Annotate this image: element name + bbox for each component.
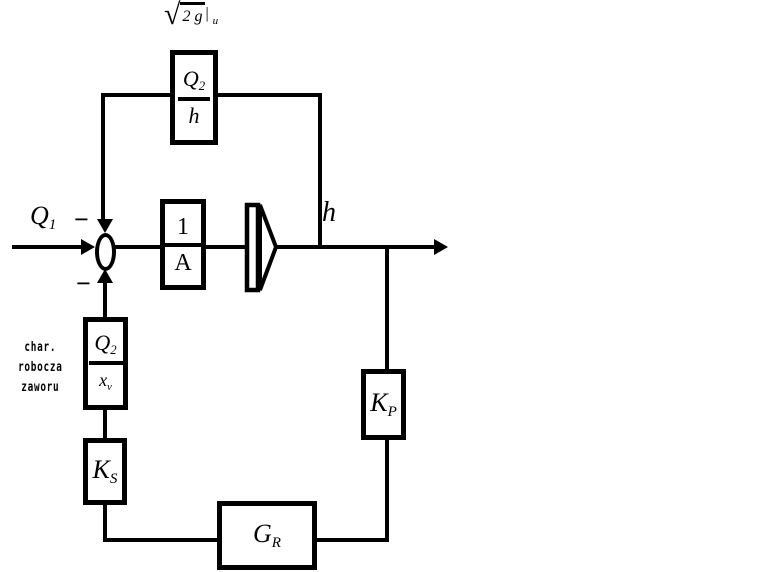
fraction-bar <box>178 97 210 101</box>
output-line <box>274 245 436 249</box>
bottom-line-left <box>103 538 217 542</box>
line-pickoff-to-kp <box>385 245 389 371</box>
arrowhead-input <box>81 239 95 255</box>
fraction-bar <box>88 361 123 365</box>
integrator-symbol <box>244 202 279 293</box>
fraction-bar <box>165 242 201 247</box>
top-loop-pickoff-line <box>318 93 322 249</box>
block-valve-denominator: xv <box>99 370 112 393</box>
evaluation-bar: | <box>205 5 209 22</box>
block-tank-area: 1 A <box>160 199 206 290</box>
annotation-subscript: u <box>212 15 219 27</box>
summer-minus-top: − <box>74 205 89 234</box>
input-line <box>12 245 83 249</box>
block-valve-numerator: Q2 <box>94 330 117 358</box>
line-valve-to-summer <box>103 282 107 319</box>
line-area-to-integrator <box>205 245 247 249</box>
block-flow-over-level-denominator: h <box>188 103 200 128</box>
block-tank-area-denominator: A <box>174 249 192 276</box>
block-valve-characteristic: Q2 xv <box>83 317 128 410</box>
arrowhead-output <box>434 239 448 255</box>
sqrt-icon: √ <box>164 0 181 31</box>
line-kp-to-bottom <box>385 438 389 542</box>
block-sensor-gain-label: KS <box>92 454 118 487</box>
valve-note-line2: zaworu <box>21 380 60 395</box>
operating-point-annotation: √ 2 g | u <box>164 0 218 32</box>
block-flow-over-level-numerator: Q2 <box>182 66 206 94</box>
block-tank-area-numerator: 1 <box>177 213 189 240</box>
bottom-line-right <box>317 538 389 542</box>
top-loop-drop-line <box>101 93 105 221</box>
top-loop-line-left <box>101 93 172 97</box>
block-flow-over-level: Q2 h <box>170 50 218 145</box>
block-process-gain: KP <box>361 369 406 440</box>
valve-note: char. robocza zaworu <box>0 338 81 398</box>
annotation-radicand: 2 g <box>180 2 206 27</box>
block-regulator: GR <box>217 501 317 570</box>
input-signal-label: Q1 <box>30 201 57 234</box>
summing-junction <box>95 233 116 271</box>
arrowhead-into-summer-bottom <box>97 269 113 283</box>
valve-note-line1: char. robocza <box>18 340 63 375</box>
block-process-gain-label: KP <box>370 387 397 420</box>
block-sensor-gain: KS <box>83 438 127 505</box>
top-loop-line-right <box>218 93 322 97</box>
arrowhead-into-summer-top <box>97 219 113 233</box>
level-signal-label: h <box>322 197 336 228</box>
block-regulator-label: GR <box>253 518 281 551</box>
line-ks-to-valve <box>103 410 107 440</box>
line-bottom-to-ks <box>103 505 107 542</box>
line-summer-to-area-block <box>115 245 161 249</box>
summer-minus-bottom: − <box>76 269 91 298</box>
